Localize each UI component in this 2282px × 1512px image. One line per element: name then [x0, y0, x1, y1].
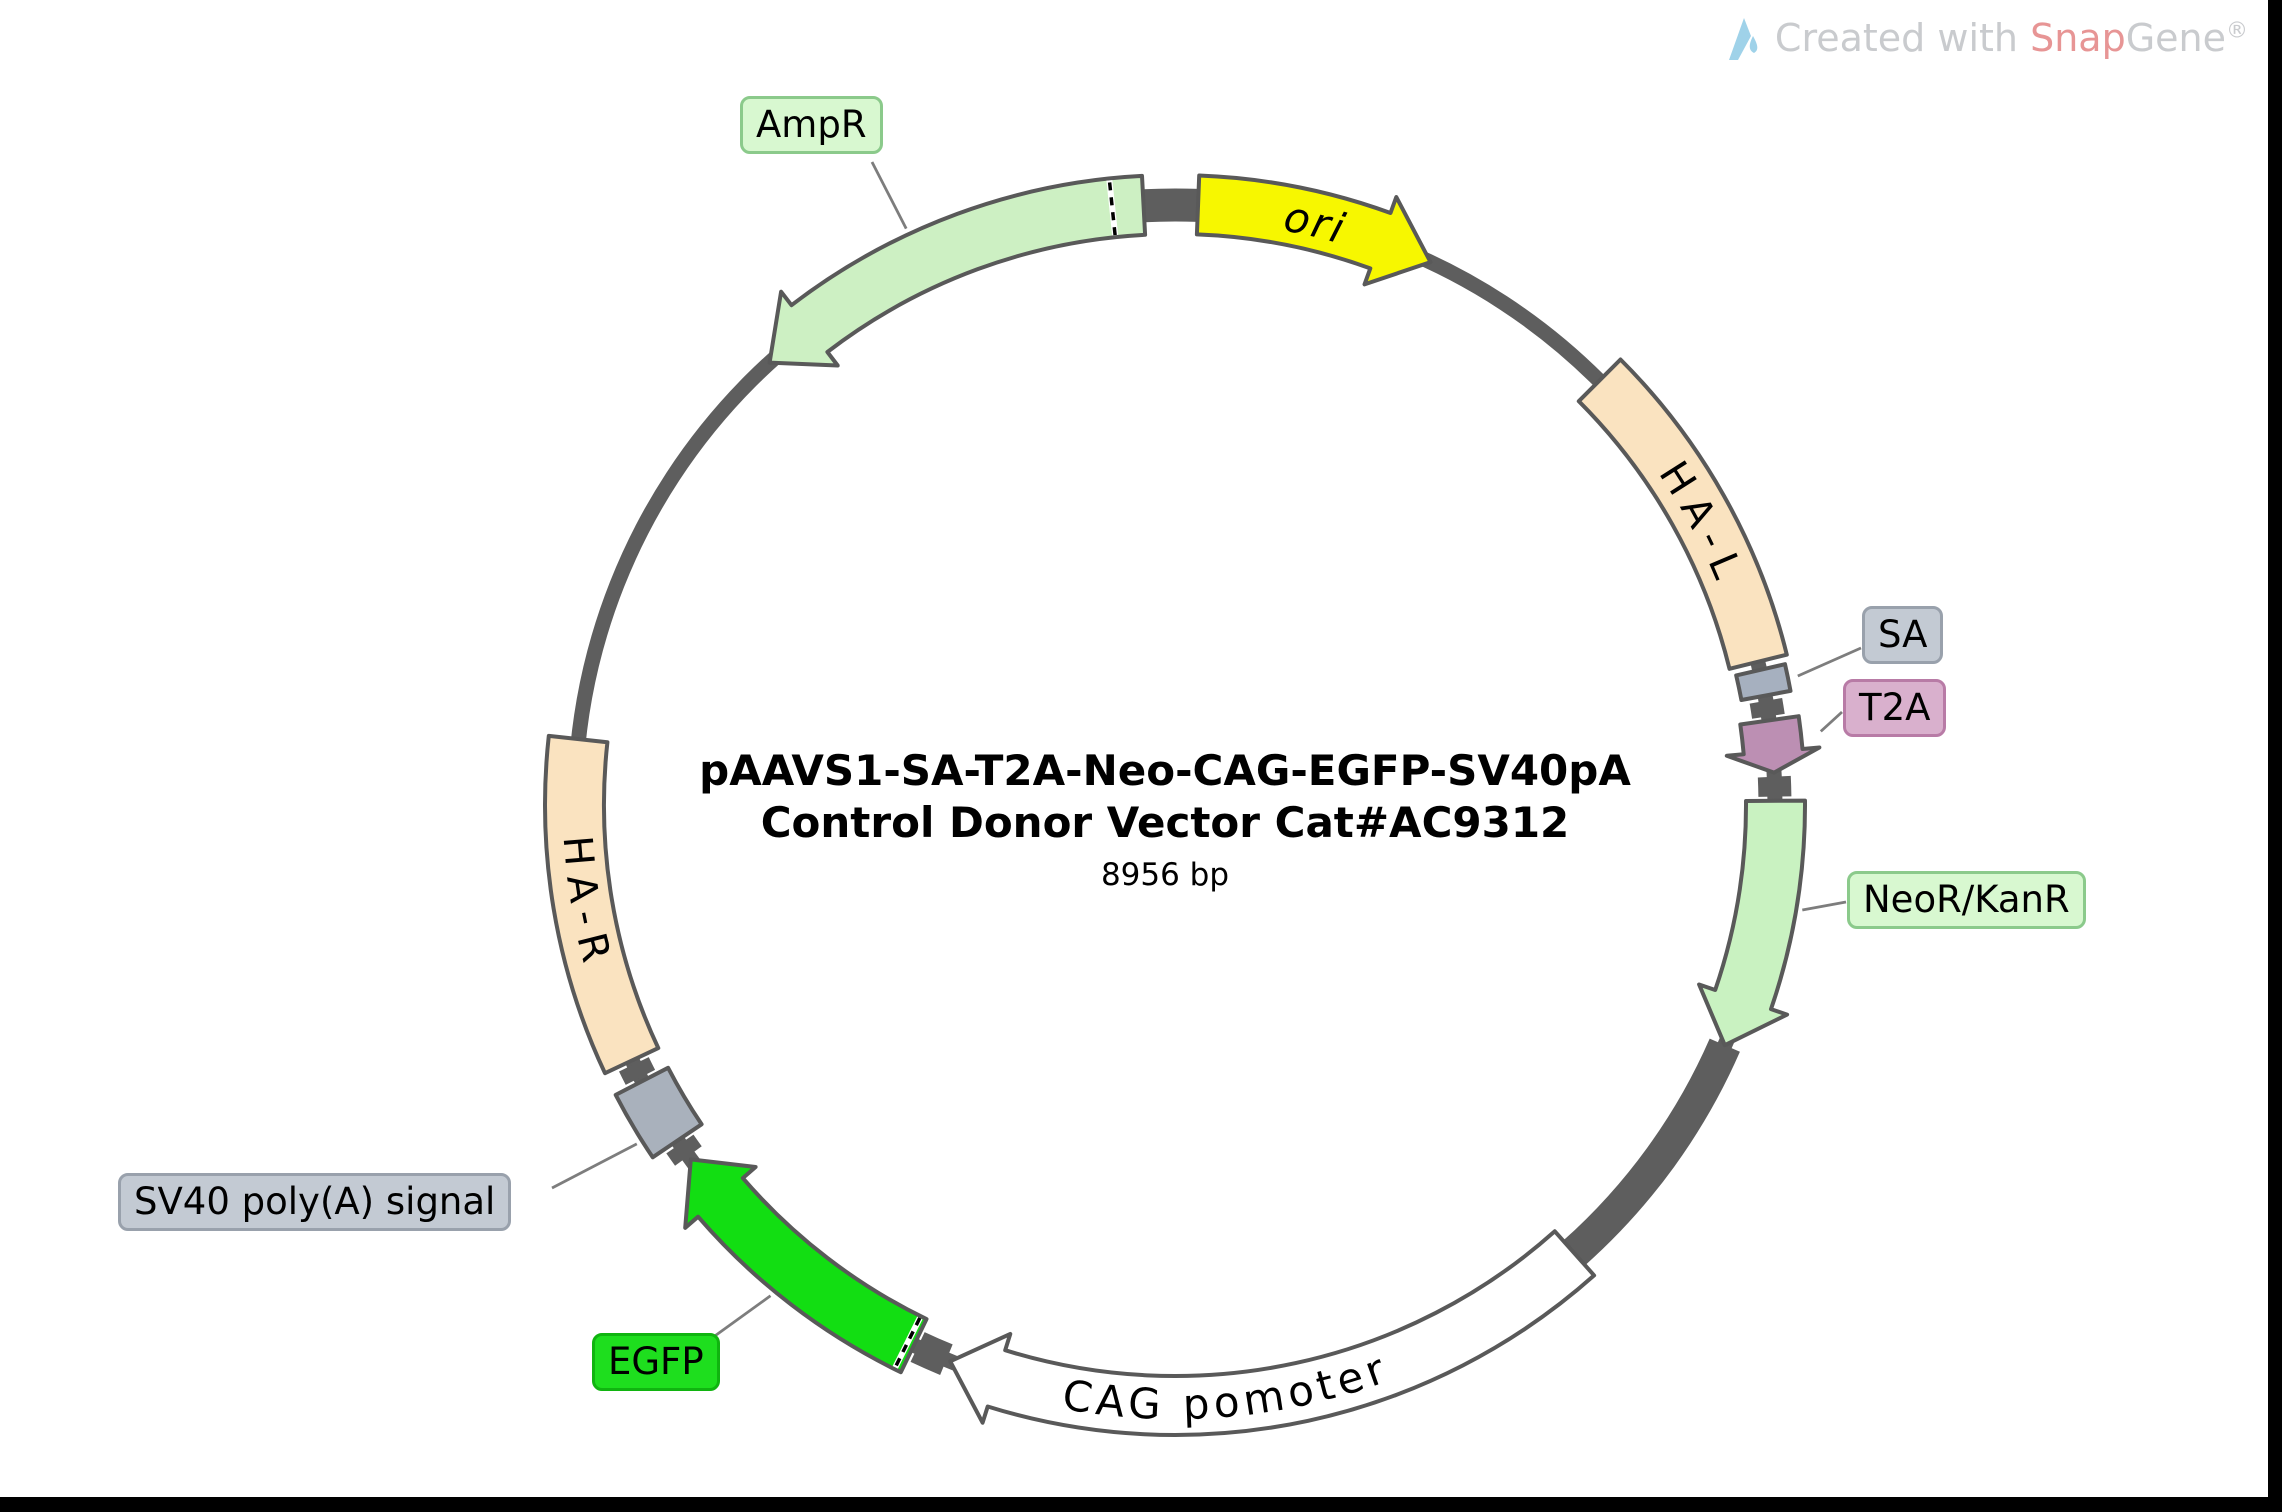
plasmid-size: 8956 bp: [1100, 857, 1230, 894]
snapgene-logo-icon: [1728, 18, 1758, 60]
label-callout-line-ampr: [870, 161, 908, 230]
label-callout-line-t2a: [1819, 710, 1843, 733]
watermark-prefix: Created with: [1774, 16, 2031, 60]
backbone-connector: [910, 1332, 953, 1375]
backbone-connector: [1563, 1038, 1740, 1266]
plasmid-title-block: pAAVS1-SA-T2A-Neo-CAG-EGFP-SV40pA Contro…: [665, 745, 1665, 893]
snapgene-watermark: Created with SnapGene®: [1725, 14, 2248, 62]
feature-t2a[interactable]: [1724, 714, 1822, 775]
backbone-connector: [619, 1057, 656, 1085]
label-callout-line-egfp: [711, 1294, 772, 1340]
feature-ori[interactable]: [1194, 173, 1433, 287]
watermark-registered: ®: [2226, 18, 2248, 44]
feature-boundary-dash: [893, 1317, 922, 1369]
label-neor-kanr[interactable]: NeoR/KanR: [1847, 871, 2086, 930]
plasmid-name-line2: Control Donor Vector Cat#AC9312: [760, 798, 1570, 848]
backbone-connector: [1142, 188, 1199, 223]
backbone-connector: [666, 1134, 702, 1166]
label-callout-line-sv40-poly-a-signal: [551, 1142, 638, 1190]
label-sa[interactable]: SA: [1862, 606, 1944, 665]
feature-ampr[interactable]: [767, 173, 1148, 368]
label-sv40-polya-signal[interactable]: SV40 poly(A) signal: [118, 1173, 512, 1232]
feature-ha-r[interactable]: [543, 733, 661, 1076]
feature-boundary-dash: [1107, 180, 1117, 236]
feature-sv40-poly-a-signal[interactable]: [613, 1065, 704, 1160]
watermark-brand-snap: Snap: [2030, 16, 2126, 60]
feature-ha-l[interactable]: [1576, 357, 1789, 671]
label-callout-line-sa: [1797, 646, 1862, 678]
label-t2a[interactable]: T2A: [1843, 679, 1947, 738]
watermark-brand-gene: Gene: [2125, 16, 2226, 60]
backbone-connector: [1749, 697, 1785, 719]
watermark-text: Created with SnapGene®: [1775, 16, 2248, 60]
feature-sa[interactable]: [1734, 662, 1793, 702]
plasmid-name-line1: pAAVS1-SA-T2A-Neo-CAG-EGFP-SV40pA: [699, 746, 1631, 795]
label-ampr[interactable]: AmpR: [740, 96, 883, 155]
backbone-connector: [1757, 775, 1792, 797]
feature-cag-pomoter[interactable]: [948, 1229, 1597, 1437]
feature-neor-kanr[interactable]: [1697, 798, 1808, 1048]
feature-egfp[interactable]: [683, 1157, 929, 1375]
feature-label-cag-pomoter: CAG pomoter: [1059, 1343, 1395, 1430]
screen-edge-bar-right: [2268, 0, 2282, 1512]
label-callout-line-neor-kanr: [1802, 900, 1847, 912]
label-egfp[interactable]: EGFP: [592, 1333, 720, 1392]
screen-edge-bar-bottom: [0, 1497, 2282, 1512]
